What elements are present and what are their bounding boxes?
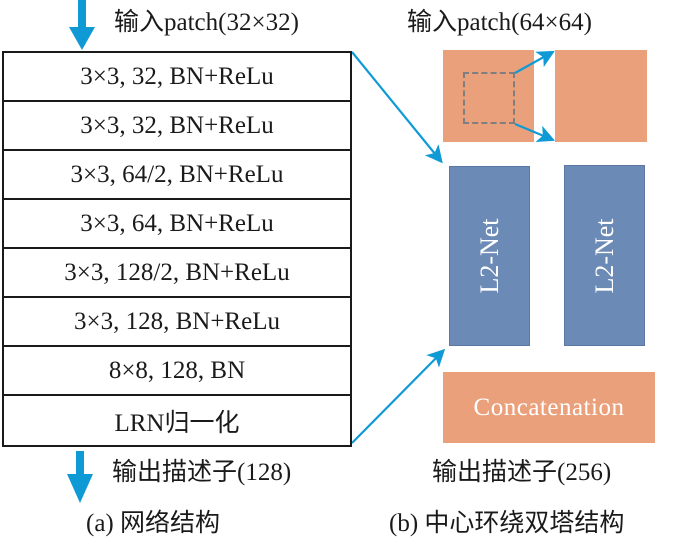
tower-right-label: L2-Net [589, 217, 619, 294]
layer-row: 3×3, 64, BN+ReLu [4, 200, 350, 249]
layer-row: LRN归一化 [114, 409, 240, 437]
network-layer-table: 3×3, 32, BN+ReLu 3×3, 32, BN+ReLu 3×3, 6… [2, 51, 352, 447]
caption-b: (b) 中心环绕双塔结构 [389, 510, 625, 537]
center-patch-block [555, 50, 647, 142]
output-arrow-icon [67, 451, 93, 503]
caption-a: (a) 网络结构 [86, 510, 220, 537]
crop-arrow-bottom [514, 122, 556, 143]
concatenation-block: Concatenation [443, 372, 655, 443]
output-descriptor-label-a: 输出描述子(128) [112, 459, 292, 486]
center-crop-box [463, 72, 515, 124]
concatenation-label: Concatenation [473, 393, 625, 421]
output-descriptor-label-b: 输出描述子(256) [432, 459, 612, 486]
layer-row: 8×8, 128, BN [4, 347, 350, 396]
layer-row: 3×3, 128/2, BN+ReLu [4, 249, 350, 298]
layer-row: 3×3, 32, BN+ReLu [4, 102, 350, 151]
input-patch-label-b: 输入patch(64×64) [407, 9, 592, 36]
tower-right: L2-Net [564, 165, 645, 346]
layer-row: 3×3, 128, BN+ReLu [4, 298, 350, 347]
connector-bottom-arrow [351, 348, 446, 444]
layer-row: 3×3, 32, BN+ReLu [4, 53, 350, 102]
crop-arrow-top [514, 50, 555, 74]
connector-top-arrow [351, 51, 443, 164]
input-patch-label-a: 输入patch(32×32) [114, 9, 299, 36]
input-arrow-icon [69, 0, 95, 50]
tower-left-label: L2-Net [474, 218, 504, 294]
layer-row: 3×3, 64/2, BN+ReLu [4, 151, 350, 200]
tower-left: L2-Net [449, 166, 530, 346]
